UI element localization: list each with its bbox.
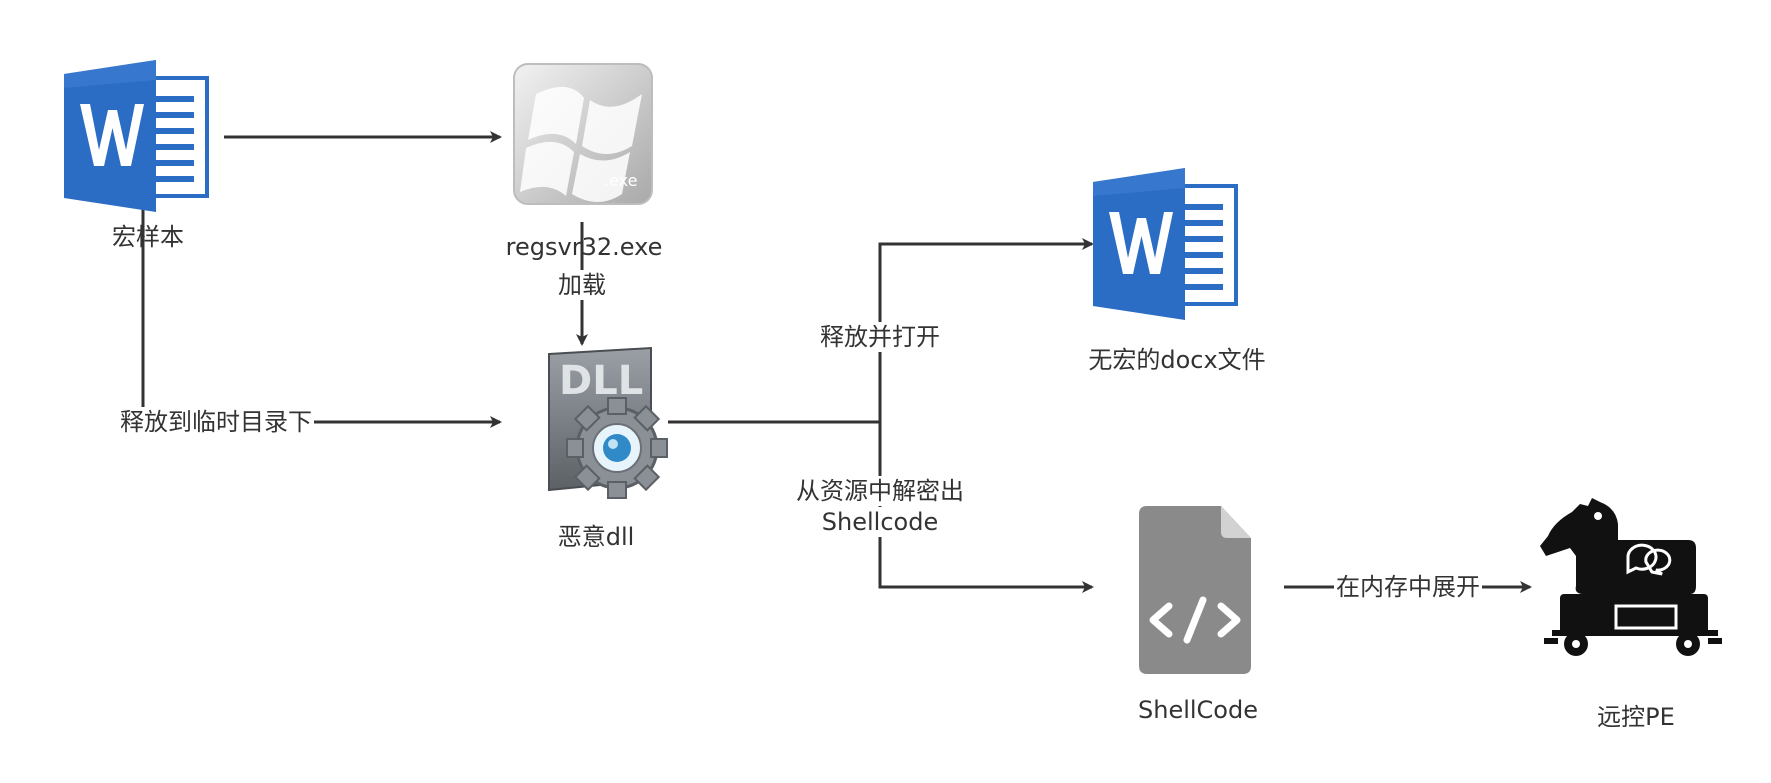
dll-gear-icon: DLL — [548, 346, 668, 499]
edge-to-docx — [878, 238, 1094, 422]
node-label-rat-pe: 远控PE — [1597, 703, 1675, 731]
exe-extension-text: .exe — [604, 171, 637, 190]
edge-label-drop-open: 释放并打开 — [818, 322, 942, 352]
word-document-icon — [1093, 168, 1238, 320]
edge-label-load: 加载 — [556, 270, 608, 300]
edge-label-expand-memory: 在内存中展开 — [1334, 572, 1482, 602]
edge-label-decrypt-line2: Shellcode — [819, 507, 941, 537]
node-label-shellcode: ShellCode — [1138, 696, 1258, 724]
trojan-horse-icon — [1540, 498, 1722, 656]
word-document-icon — [64, 60, 209, 212]
windows-exe-icon: .exe — [513, 63, 653, 205]
code-file-icon — [1139, 506, 1251, 674]
node-label-regsvr32: regsvr32.exe — [505, 233, 663, 261]
node-label-clean-docx: 无宏的docx文件 — [1088, 346, 1266, 374]
edge-label-drop-temp: 释放到临时目录下 — [118, 407, 314, 437]
edge-label-decrypt-line1: 从资源中解密出 — [794, 476, 966, 506]
node-label-malicious-dll: 恶意dll — [557, 523, 635, 551]
dll-badge-text: DLL — [559, 358, 643, 404]
node-label-macro-sample: 宏样本 — [112, 223, 184, 251]
